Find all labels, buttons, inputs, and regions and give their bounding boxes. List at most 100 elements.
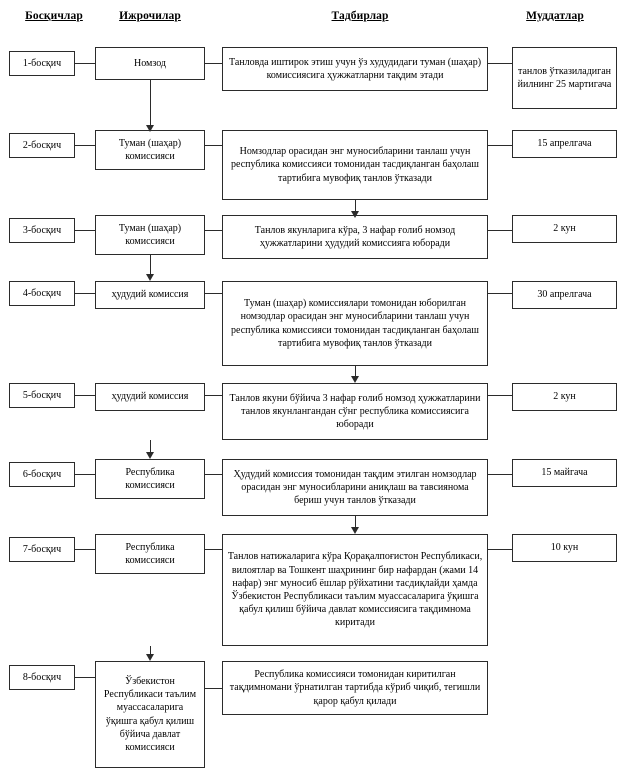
stage-to-actor-7-connector (75, 549, 95, 550)
term-box-4: 30 апрелгача (512, 281, 617, 309)
stage-to-actor-1-connector (75, 63, 95, 64)
action-box-8-label: Республика комиссияси томонидан киритилг… (229, 669, 481, 707)
term-box-2-label: 15 апрелгача (537, 138, 592, 150)
stage-box-3: 3-босқич (9, 218, 75, 243)
stage-box-6-label: 6-босқич (22, 468, 62, 480)
term-box-4-label: 30 апрелгача (537, 289, 592, 301)
actor-box-5-label: ҳудудий комиссия (111, 391, 189, 403)
actor-box-8: Ўзбекистон Республикаси таълим муассасал… (95, 661, 205, 768)
stage-to-actor-3-connector (75, 230, 95, 231)
actor-to-action-4-connector (205, 293, 222, 294)
term-box-3: 2 кун (512, 215, 617, 243)
stage-to-actor-8-connector (75, 677, 95, 678)
flow-arrow-1-2-arrowhead-icon (146, 125, 154, 132)
actor-box-6-label: Республика комиссияси (125, 466, 175, 491)
actor-to-action-7-connector (205, 549, 222, 550)
action-box-1: Танловда иштирок этиш учун ўз худудидаги… (222, 47, 488, 91)
stage-box-2-label: 2-босқич (22, 139, 62, 151)
actor-box-2: Туман (шаҳар) комиссияси (95, 130, 205, 170)
term-box-1: танлов ўтказиладиган йилнинг 25 мартигач… (512, 47, 617, 109)
action-box-2: Номзодлар орасидан энг муносибларини тан… (222, 130, 488, 200)
stage-box-6: 6-босқич (9, 462, 75, 487)
actor-box-4-label: ҳудудий комиссия (111, 289, 189, 301)
action-box-4-label: Туман (шаҳар) комиссиялари томонидан юбо… (231, 298, 479, 349)
stage-box-7: 7-босқич (9, 537, 75, 562)
stage-box-2: 2-босқич (9, 133, 75, 158)
action-to-term-5-connector (488, 395, 512, 396)
stage-box-1-label: 1-босқич (22, 57, 62, 69)
term-box-5-label: 2 кун (553, 391, 576, 403)
actor-to-action-8-connector (205, 688, 222, 689)
actor-to-action-2-connector (205, 145, 222, 146)
action-box-4: Туман (шаҳар) комиссиялари томонидан юбо… (222, 281, 488, 366)
actor-to-action-5-connector (205, 395, 222, 396)
stage-to-actor-5-connector (75, 395, 95, 396)
action-box-6: Ҳудудий комиссия томонидан тақдим этилга… (222, 459, 488, 516)
actor-box-6: Республика комиссияси (95, 459, 205, 499)
term-box-6-label: 15 майгача (541, 467, 588, 479)
flow-arrow-6-7-line (355, 516, 356, 527)
action-box-7-label: Танлов натижаларига кўра Қорақалпоғистон… (227, 551, 483, 629)
action-box-6-label: Ҳудудий комиссия томонидан тақдим этилга… (233, 468, 477, 507)
actor-box-8-label: Ўзбекистон Республикаси таълим муассасал… (103, 675, 197, 753)
stage-to-actor-2-connector (75, 145, 95, 146)
stage-box-7-label: 7-босқич (22, 543, 62, 555)
actor-box-4: ҳудудий комиссия (95, 281, 205, 309)
action-box-1-label: Танловда иштирок этиш учун ўз худудидаги… (228, 56, 482, 81)
stage-box-5-label: 5-босқич (22, 389, 62, 401)
term-box-2: 15 апрелгача (512, 130, 617, 158)
action-box-3-label: Танлов якунларига кўра, 3 нафар ғолиб но… (254, 224, 456, 249)
flow-arrow-3-4-line (150, 255, 151, 274)
actor-to-action-1-connector (205, 63, 222, 64)
flow-arrow-7-8-line (150, 646, 151, 654)
action-box-7: Танлов натижаларига кўра Қорақалпоғистон… (222, 534, 488, 646)
stage-box-4: 4-босқич (9, 281, 75, 306)
actor-box-2-label: Туман (шаҳар) комиссияси (118, 137, 182, 162)
actor-box-3-label: Туман (шаҳар) комиссияси (118, 222, 182, 247)
column-header-stages: Босқичлар (25, 10, 83, 22)
term-box-6: 15 майгача (512, 459, 617, 487)
column-header-terms: Муддатлар (526, 10, 584, 22)
stage-box-8: 8-босқич (9, 665, 75, 690)
term-box-1-label: танлов ўтказиладиган йилнинг 25 мартигач… (517, 65, 612, 90)
flow-arrow-5-6-arrowhead-icon (146, 452, 154, 459)
actor-to-action-3-connector (205, 230, 222, 231)
actor-to-action-6-connector (205, 474, 222, 475)
stage-to-actor-6-connector (75, 474, 95, 475)
action-to-term-1-connector (488, 63, 512, 64)
action-to-term-4-connector (488, 293, 512, 294)
term-box-7-label: 10 кун (550, 542, 579, 554)
actor-box-5: ҳудудий комиссия (95, 383, 205, 411)
actor-box-7-label: Республика комиссияси (125, 541, 175, 566)
action-box-3: Танлов якунларига кўра, 3 нафар ғолиб но… (222, 215, 488, 259)
action-box-8: Республика комиссияси томонидан киритилг… (222, 661, 488, 715)
flow-arrow-4-5-arrowhead-icon (351, 376, 359, 383)
term-box-7: 10 кун (512, 534, 617, 562)
flow-arrow-4-5-line (355, 366, 356, 376)
actor-box-1: Номзод (95, 47, 205, 80)
stage-box-4-label: 4-босқич (22, 287, 62, 299)
stage-to-actor-4-connector (75, 293, 95, 294)
action-to-term-2-connector (488, 145, 512, 146)
action-to-term-7-connector (488, 549, 512, 550)
flow-arrow-2-3-line (355, 200, 356, 211)
actor-box-3: Туман (шаҳар) комиссияси (95, 215, 205, 255)
term-box-5: 2 кун (512, 383, 617, 411)
action-to-term-3-connector (488, 230, 512, 231)
action-to-term-6-connector (488, 474, 512, 475)
column-header-actions: Тадбирлар (331, 10, 389, 22)
action-box-2-label: Номзодлар орасидан энг муносибларини тан… (231, 146, 479, 184)
flow-arrow-1-2-line (150, 80, 151, 125)
column-header-actors: Ижрочилар (119, 10, 181, 22)
flow-arrow-6-7-arrowhead-icon (351, 527, 359, 534)
flow-arrow-2-3-arrowhead-icon (351, 211, 359, 218)
action-box-5-label: Танлов якуни бўйича 3 нафар ғолиб номзод… (229, 392, 481, 431)
actor-box-7: Республика комиссияси (95, 534, 205, 574)
action-box-5: Танлов якуни бўйича 3 нафар ғолиб номзод… (222, 383, 488, 440)
term-box-3-label: 2 кун (553, 223, 576, 235)
flow-arrow-7-8-arrowhead-icon (146, 654, 154, 661)
stage-box-3-label: 3-босқич (22, 224, 62, 236)
stage-box-5: 5-босқич (9, 383, 75, 408)
stage-box-1: 1-босқич (9, 51, 75, 76)
